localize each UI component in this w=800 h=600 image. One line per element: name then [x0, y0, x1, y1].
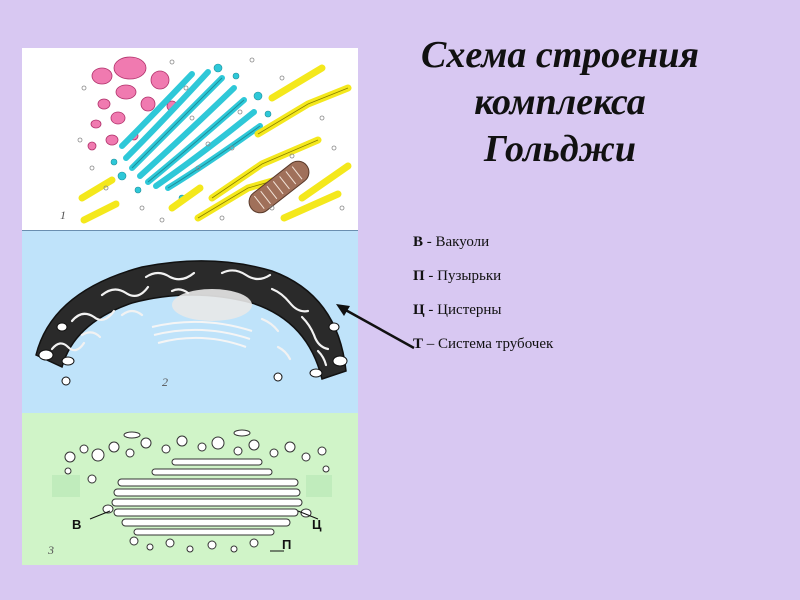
golgi-schematic-illustration	[52, 429, 332, 553]
legend-key: П	[413, 268, 425, 284]
small-vesicles	[77, 57, 345, 223]
edge-loops	[38, 322, 348, 386]
title-line-3: Гольджи	[483, 128, 637, 170]
panel-number-1: 1	[60, 208, 66, 222]
legend-text: Цистерны	[437, 302, 502, 318]
schematic-leader-lines	[89, 510, 319, 552]
diagram-panel-electron-micrograph: 1	[22, 48, 358, 230]
title-line-1: Схема строения	[421, 34, 699, 76]
legend-key: Т	[413, 336, 424, 352]
cyan-cisterns	[119, 69, 263, 191]
schematic-pale-square-left	[52, 475, 80, 497]
label-vesicle: П	[282, 537, 292, 552]
legend-text: Система трубочек	[438, 336, 554, 352]
legend-item-tubules: Т – Система трубочек	[413, 334, 553, 368]
pointer-arrow	[336, 304, 415, 350]
title-line-2: комплекса	[474, 81, 646, 123]
legend-sep: –	[423, 336, 439, 352]
schematic-cisterns	[111, 458, 303, 536]
legend-sep: -	[423, 234, 436, 250]
label-vacuole: В	[72, 517, 82, 532]
legend-key: Ц	[413, 302, 425, 318]
legend-text: Вакуоли	[435, 234, 490, 250]
legend-item-cisterns: Ц - Цистерны	[413, 300, 553, 334]
legend-sep: -	[424, 302, 438, 318]
golgi-dome-highlight	[172, 289, 252, 321]
label-cistern: Ц	[312, 517, 322, 532]
panel-number-2: 2	[162, 375, 168, 389]
schematic-vesicles	[64, 429, 330, 553]
golgi-3d-illustration	[35, 260, 348, 386]
legend: В - Вакуоли П - Пузырьки Ц - Цистерны Т …	[413, 232, 553, 368]
golgi-micrograph-illustration	[77, 56, 352, 224]
mitochondrion	[248, 160, 310, 214]
schematic-pale-square-right	[306, 475, 332, 497]
legend-item-vesicles: П - Пузырьки	[413, 266, 553, 300]
pink-vacuoles	[87, 56, 178, 151]
page-title: Схема строения комплекса Гольджи	[395, 32, 725, 173]
panel-number-3: 3	[48, 543, 54, 557]
diagram-panel-3d-reconstruction: 2	[22, 230, 358, 414]
stacked-cisterns	[151, 320, 253, 348]
legend-text: Пузырьки	[437, 268, 502, 284]
diagram-panel-schematic: 3 В Ц П	[22, 413, 358, 565]
legend-key: В	[413, 234, 424, 250]
legend-sep: -	[424, 268, 438, 284]
cyan-cistern-outlines	[131, 77, 261, 189]
golgi-dome-body	[35, 260, 347, 380]
tubule-network	[50, 269, 330, 367]
legend-item-vacuoles: В - Вакуоли	[413, 232, 553, 266]
cyan-vesicles	[110, 63, 272, 202]
